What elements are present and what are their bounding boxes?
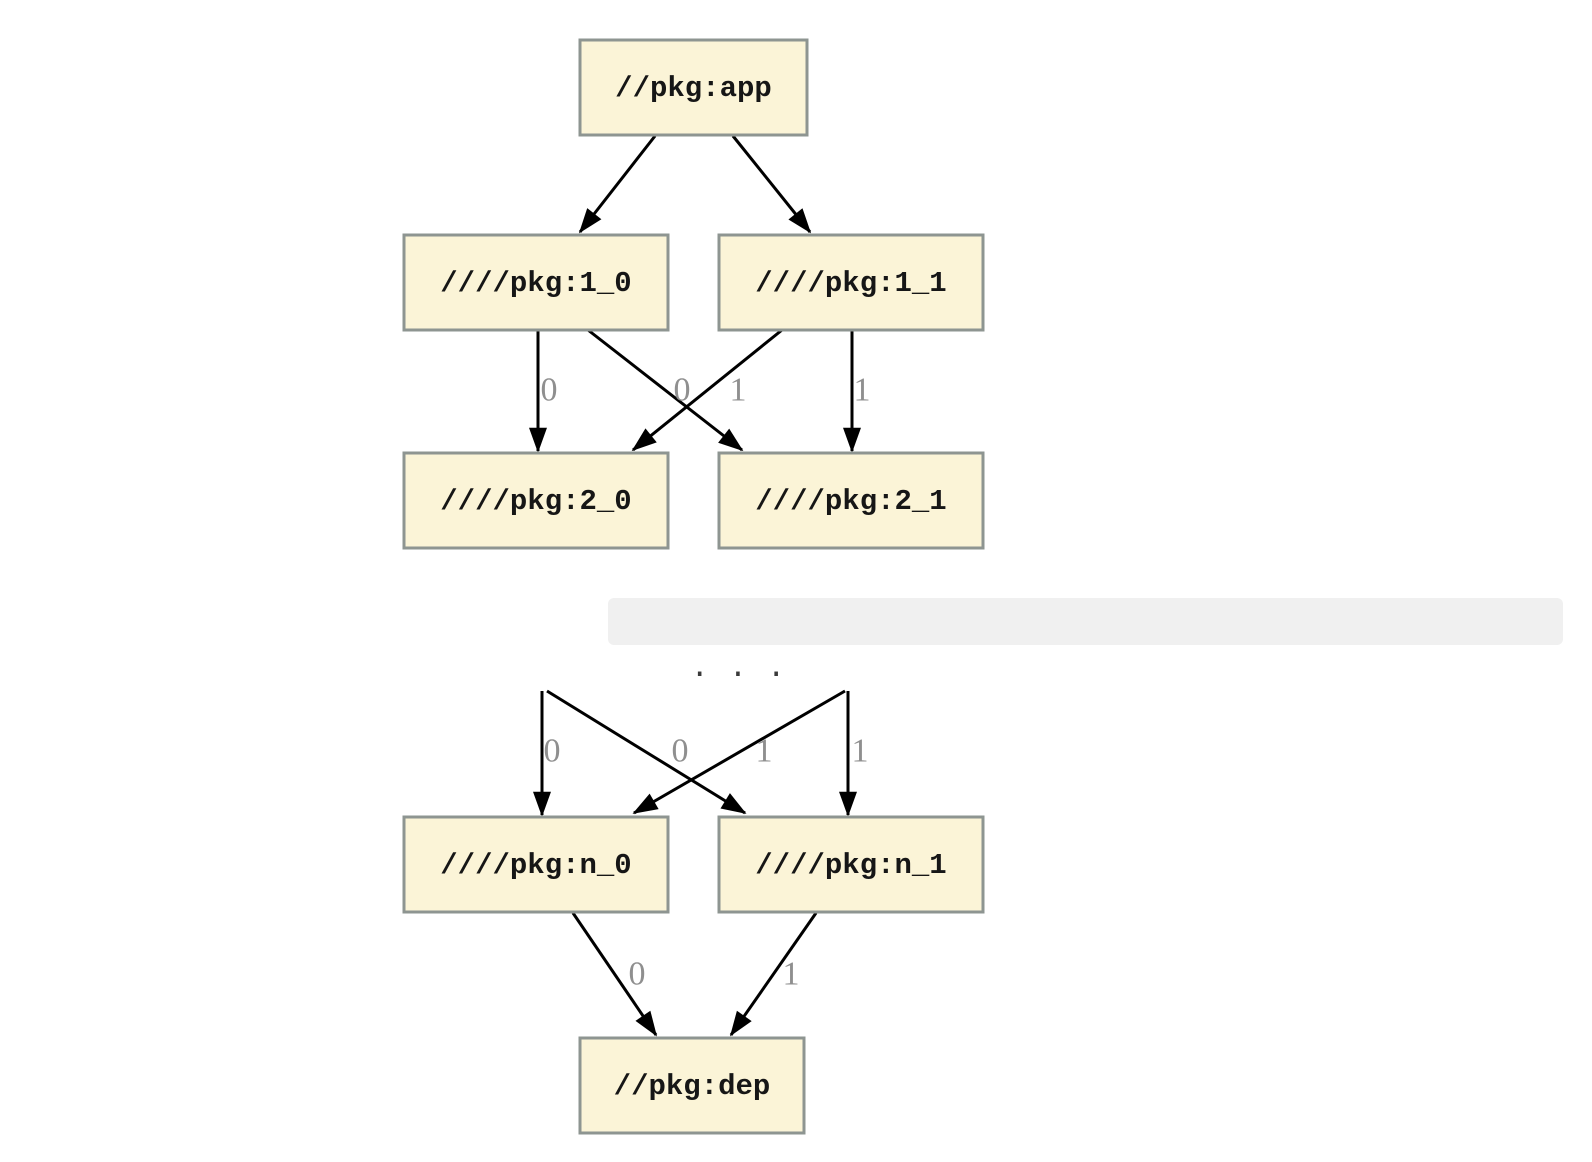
- edge-pkgn_1-dep-11: [729, 912, 818, 1037]
- edge-label-ellipsis-pkgn_1: 1: [852, 733, 869, 770]
- node-pkg1_0: ////pkg:1_0: [402, 233, 670, 332]
- node-app-box: [578, 38, 809, 137]
- node-pkg1_0-box: [402, 233, 670, 332]
- node-pkg2_1-label: ////pkg:2_1: [755, 485, 946, 518]
- edge-labels-layer: 0 1 0 1 0 1 0 1 0 1: [541, 372, 871, 993]
- node-pkgn_0: ////pkg:n_0: [402, 815, 670, 914]
- edge-label-ellipsis-pkgn_0: 0: [672, 733, 689, 770]
- edge-label-ellipsis-pkgn_0: 0: [544, 733, 561, 770]
- node-pkg1_1: ////pkg:1_1: [717, 233, 985, 332]
- edge-pkg1_1-pkg2_0-4: [631, 328, 783, 452]
- node-pkg1_0-label: ////pkg:1_0: [440, 267, 631, 300]
- edge-label-pkgn_1-dep: 1: [783, 956, 800, 993]
- node-app-label: //pkg:app: [615, 72, 772, 105]
- edge-label-pkg1_0-pkg2_1: 1: [730, 372, 747, 409]
- edge-ellipsis-pkgn_1-7: [546, 689, 747, 815]
- edge-label-pkg1_1-pkg2_1: 1: [854, 372, 871, 409]
- edge-label-ellipsis-pkgn_1: 1: [756, 733, 773, 770]
- edge-label-pkg1_1-pkg2_0: 0: [674, 372, 691, 409]
- node-app: //pkg:app: [578, 38, 809, 137]
- node-pkg1_1-label: ////pkg:1_1: [755, 267, 946, 300]
- nodes-layer: //pkg:app ////pkg:1_0 ////pkg:1_1 ////pkg:2…: [402, 38, 985, 1135]
- node-pkg2_0-label: ////pkg:2_0: [440, 485, 631, 518]
- node-pkgn_0-label: ////pkg:n_0: [440, 849, 631, 882]
- node-pkg1_1-box: [717, 233, 985, 332]
- edge-ellipsis-pkgn_0-8: [632, 689, 846, 815]
- ellipsis-code-block: . . .: [608, 598, 1563, 686]
- node-pkgn_1-box: [717, 815, 985, 914]
- node-pkgn_0-box: [402, 815, 670, 914]
- node-dep: //pkg:dep: [578, 1036, 806, 1135]
- node-pkgn_1-label: ////pkg:n_1: [755, 849, 946, 882]
- node-pkg2_1: ////pkg:2_1: [717, 451, 985, 550]
- edges-layer: [529, 135, 861, 1037]
- node-pkg2_0-box: [402, 451, 670, 550]
- edge-label-pkgn_0-dep: 0: [629, 956, 646, 993]
- node-dep-box: [578, 1036, 806, 1135]
- node-pkg2_0: ////pkg:2_0: [402, 451, 670, 550]
- edge-app-pkg1_0-0: [578, 135, 657, 234]
- edge-label-pkg1_0-pkg2_0: 0: [541, 372, 558, 409]
- ellipsis-text: . . .: [690, 651, 786, 686]
- edge-pkg1_0-pkg2_1-3: [587, 328, 744, 452]
- edge-pkgn_0-dep-10: [571, 912, 658, 1037]
- node-pkg2_1-box: [717, 451, 985, 550]
- node-pkgn_1: ////pkg:n_1: [717, 815, 985, 914]
- edge-app-pkg1_1-1: [731, 135, 812, 234]
- node-dep-label: //pkg:dep: [614, 1070, 771, 1103]
